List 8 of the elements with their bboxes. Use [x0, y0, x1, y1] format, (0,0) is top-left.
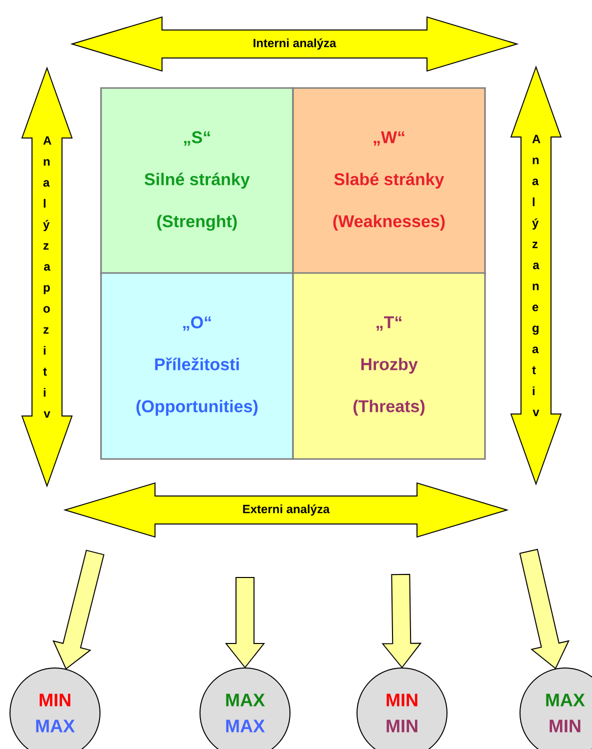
block-arrow: [52, 550, 104, 670]
quadrant-box: „O“ Příležitosti (Opportunities): [100, 272, 294, 460]
block-arrow: [519, 548, 570, 670]
quadrant-box: „S“ Silné stránky (Strenght): [100, 87, 294, 275]
block-arrow: [224, 577, 266, 668]
quadrant-box: „T“ Hrozby (Threats): [292, 272, 486, 460]
block-arrow: [382, 574, 422, 668]
quadrant-box: „W“ Slabé stránky (Weaknesses): [292, 87, 486, 275]
